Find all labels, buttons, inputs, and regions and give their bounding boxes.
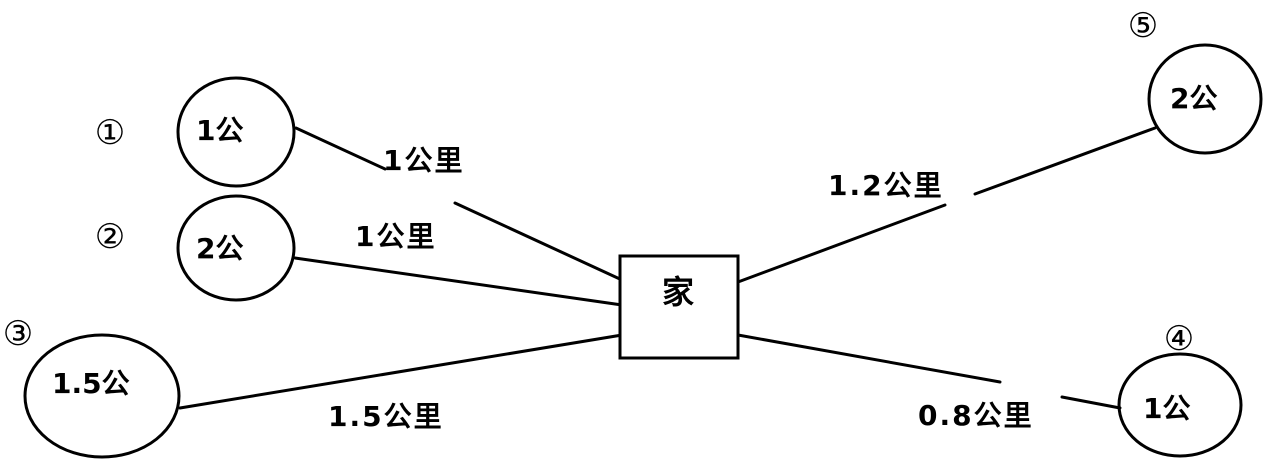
home-box bbox=[618, 254, 740, 360]
edge-4-label: 0.8公里 bbox=[918, 399, 1034, 432]
home-label: 家 bbox=[662, 273, 694, 311]
edge-1-line bbox=[294, 126, 387, 171]
site-2-ellipse bbox=[176, 194, 296, 302]
site-3-ellipse bbox=[23, 333, 181, 459]
site-5-ellipse bbox=[1147, 43, 1263, 155]
edge-4-line bbox=[736, 333, 1002, 384]
site-5-label: 2公 bbox=[1170, 82, 1217, 115]
site-1-number: ① bbox=[95, 113, 125, 153]
site-2-number: ② bbox=[95, 217, 125, 257]
edge-5-line bbox=[736, 203, 947, 284]
site-1-ellipse bbox=[176, 76, 296, 188]
edge-5-label: 1.2公里 bbox=[828, 169, 944, 202]
site-3-number: ③ bbox=[3, 314, 33, 354]
edge-2-label: 1公里 bbox=[355, 220, 436, 253]
edge-4-line bbox=[1060, 395, 1122, 410]
edge-1-label: 1公里 bbox=[383, 144, 464, 177]
site-4-ellipse bbox=[1117, 352, 1243, 458]
site-4-label: 1公 bbox=[1143, 392, 1190, 425]
edge-5-line bbox=[973, 126, 1157, 196]
site-1-label: 1公 bbox=[196, 114, 243, 147]
edge-3-label: 1.5公里 bbox=[328, 400, 444, 433]
edge-2-line bbox=[293, 256, 624, 307]
edge-1-line bbox=[453, 201, 624, 282]
site-3-label: 1.5公 bbox=[52, 367, 130, 400]
site-4-number: ④ bbox=[1164, 319, 1194, 359]
site-2-label: 2公 bbox=[196, 232, 243, 265]
edge-3-line bbox=[178, 333, 624, 410]
site-5-number: ⑤ bbox=[1128, 6, 1158, 46]
